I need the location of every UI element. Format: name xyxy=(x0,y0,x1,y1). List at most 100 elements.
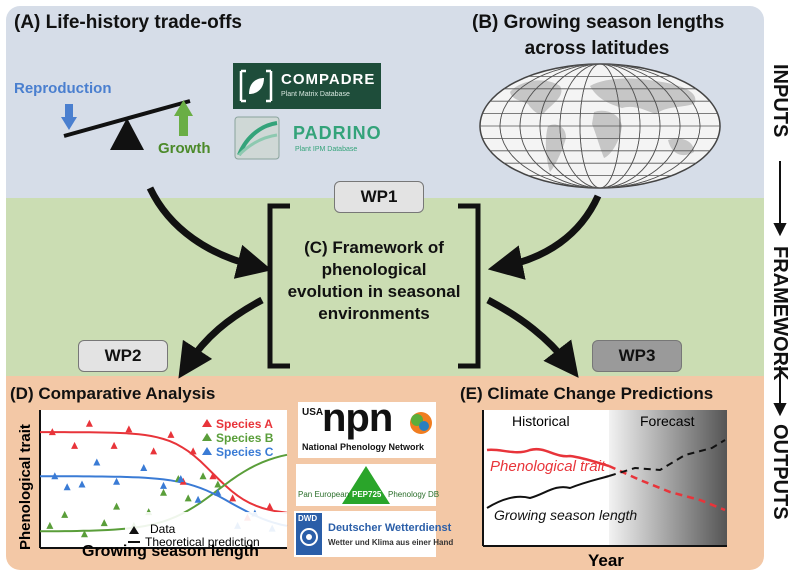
arrow-c-to-d xyxy=(178,296,264,379)
padrino-mark-icon xyxy=(234,116,280,160)
world-map xyxy=(479,63,721,189)
down-arrow-icon xyxy=(61,104,77,130)
data-point xyxy=(194,495,202,503)
map-meridian xyxy=(559,64,641,188)
key-data-label: Data xyxy=(150,522,176,536)
data-point xyxy=(214,480,222,488)
padrino-sub: Plant IPM Database xyxy=(295,146,358,153)
wp3-badge: WP3 xyxy=(592,340,682,372)
npn-name: npn xyxy=(322,396,393,440)
theory-curve-3 xyxy=(40,475,288,527)
forecast-label: Forecast xyxy=(640,413,695,429)
map-meridian xyxy=(499,64,701,188)
data-point xyxy=(48,428,56,436)
seesaw-illustration xyxy=(61,99,193,150)
trait-forecast-line xyxy=(608,464,726,512)
data-point xyxy=(140,463,148,471)
data-point xyxy=(93,458,101,466)
data-point xyxy=(71,441,79,449)
trait-line-label: Phenological trait xyxy=(490,458,606,475)
trait-line xyxy=(486,447,610,468)
compadre-name: COMPADRE xyxy=(281,71,376,88)
dwd-logo: DWD Deutscher Wetterdienst Wetter und Kl… xyxy=(294,511,453,557)
arrow-a-to-c xyxy=(146,186,272,279)
padrino-name: PADRINO xyxy=(293,123,382,143)
legend-marker xyxy=(202,447,212,455)
data-point xyxy=(100,519,108,527)
forecast-region xyxy=(609,410,727,546)
dwd-sub: Wetter und Klima aus einer Hand xyxy=(328,538,454,547)
data-point xyxy=(189,447,197,455)
panel-b-title-line1: (B) Growing season lengths xyxy=(472,12,725,33)
reproduction-label: Reproduction xyxy=(14,80,112,97)
framework-line2: phenological xyxy=(321,260,427,279)
data-point xyxy=(51,472,59,480)
pep725-triangle-icon xyxy=(342,466,390,504)
key-data-marker xyxy=(129,526,139,534)
side-labels: INPUTS FRAMEWORK OUTPUTS xyxy=(769,64,791,520)
dwd-badge: DWD xyxy=(296,513,322,555)
data-point xyxy=(78,480,86,488)
framework-line3: evolution in seasonal xyxy=(287,282,461,301)
npn-usa: USA xyxy=(302,407,324,418)
theory-curve-1 xyxy=(40,431,288,514)
legend-label: Species B xyxy=(216,431,274,445)
data-point xyxy=(160,481,167,489)
data-point xyxy=(113,477,121,485)
wp1-badge: WP1 xyxy=(334,181,424,213)
data-point xyxy=(150,447,158,455)
data-point xyxy=(110,441,118,449)
data-point xyxy=(113,502,121,510)
map-meridian xyxy=(519,64,681,188)
side-label-inputs: INPUTS xyxy=(769,64,791,137)
d-x-label: Growing season length xyxy=(82,543,259,560)
map-meridian xyxy=(579,64,621,188)
key-theory-label: Theoretical prediction xyxy=(145,535,260,549)
season-line xyxy=(486,475,610,509)
map-meridian xyxy=(539,64,661,188)
historical-label: Historical xyxy=(512,413,570,429)
compadre-sub: Plant Matrix Database xyxy=(281,91,350,98)
data-point xyxy=(214,488,222,496)
data-point xyxy=(46,521,54,529)
pep-left: Pan European xyxy=(298,490,350,499)
pep-right: Phenology DB xyxy=(388,490,440,499)
dwd-name: Deutscher Wetterdienst xyxy=(328,522,452,534)
data-point xyxy=(85,419,93,427)
data-point xyxy=(209,472,217,480)
data-point xyxy=(177,475,185,482)
e-x-label: Year xyxy=(588,551,624,570)
npn-leaf-icon xyxy=(410,412,432,434)
leaf-icon xyxy=(239,69,273,103)
up-arrow-icon xyxy=(174,100,193,136)
d-y-label: Phenological trait xyxy=(17,424,34,550)
side-label-outputs: OUTPUTS xyxy=(769,424,791,520)
data-point xyxy=(61,510,69,518)
season-line-label: Growing season length xyxy=(494,507,637,523)
legend-marker xyxy=(202,419,212,427)
legend-label: Species C xyxy=(216,445,274,459)
seesaw-fulcrum xyxy=(110,118,144,150)
data-point xyxy=(63,483,71,491)
panel-e-title: (E) Climate Change Predictions xyxy=(460,384,714,403)
wp2-badge: WP2 xyxy=(78,340,168,372)
side-label-framework: FRAMEWORK xyxy=(769,246,791,381)
arrow-b-to-c xyxy=(487,194,602,280)
panel-d-title: (D) Comparative Analysis xyxy=(10,384,216,403)
panel-b-title-line2: across latitudes xyxy=(524,38,670,59)
npn-logo: USA npn National Phenology Network xyxy=(298,396,436,458)
framework-line4: environments xyxy=(318,304,430,323)
padrino-logo: PADRINO Plant IPM Database xyxy=(233,115,381,161)
data-point xyxy=(80,530,88,538)
data-point xyxy=(125,425,133,433)
legend-label: Species A xyxy=(216,417,273,431)
panel-a-title: (A) Life-history trade-offs xyxy=(14,12,242,33)
data-point xyxy=(184,494,192,502)
legend-marker xyxy=(202,433,212,441)
framework-brackets xyxy=(267,203,481,369)
arrow-c-to-e xyxy=(486,296,579,378)
data-point xyxy=(266,502,274,510)
data-point xyxy=(199,472,207,480)
